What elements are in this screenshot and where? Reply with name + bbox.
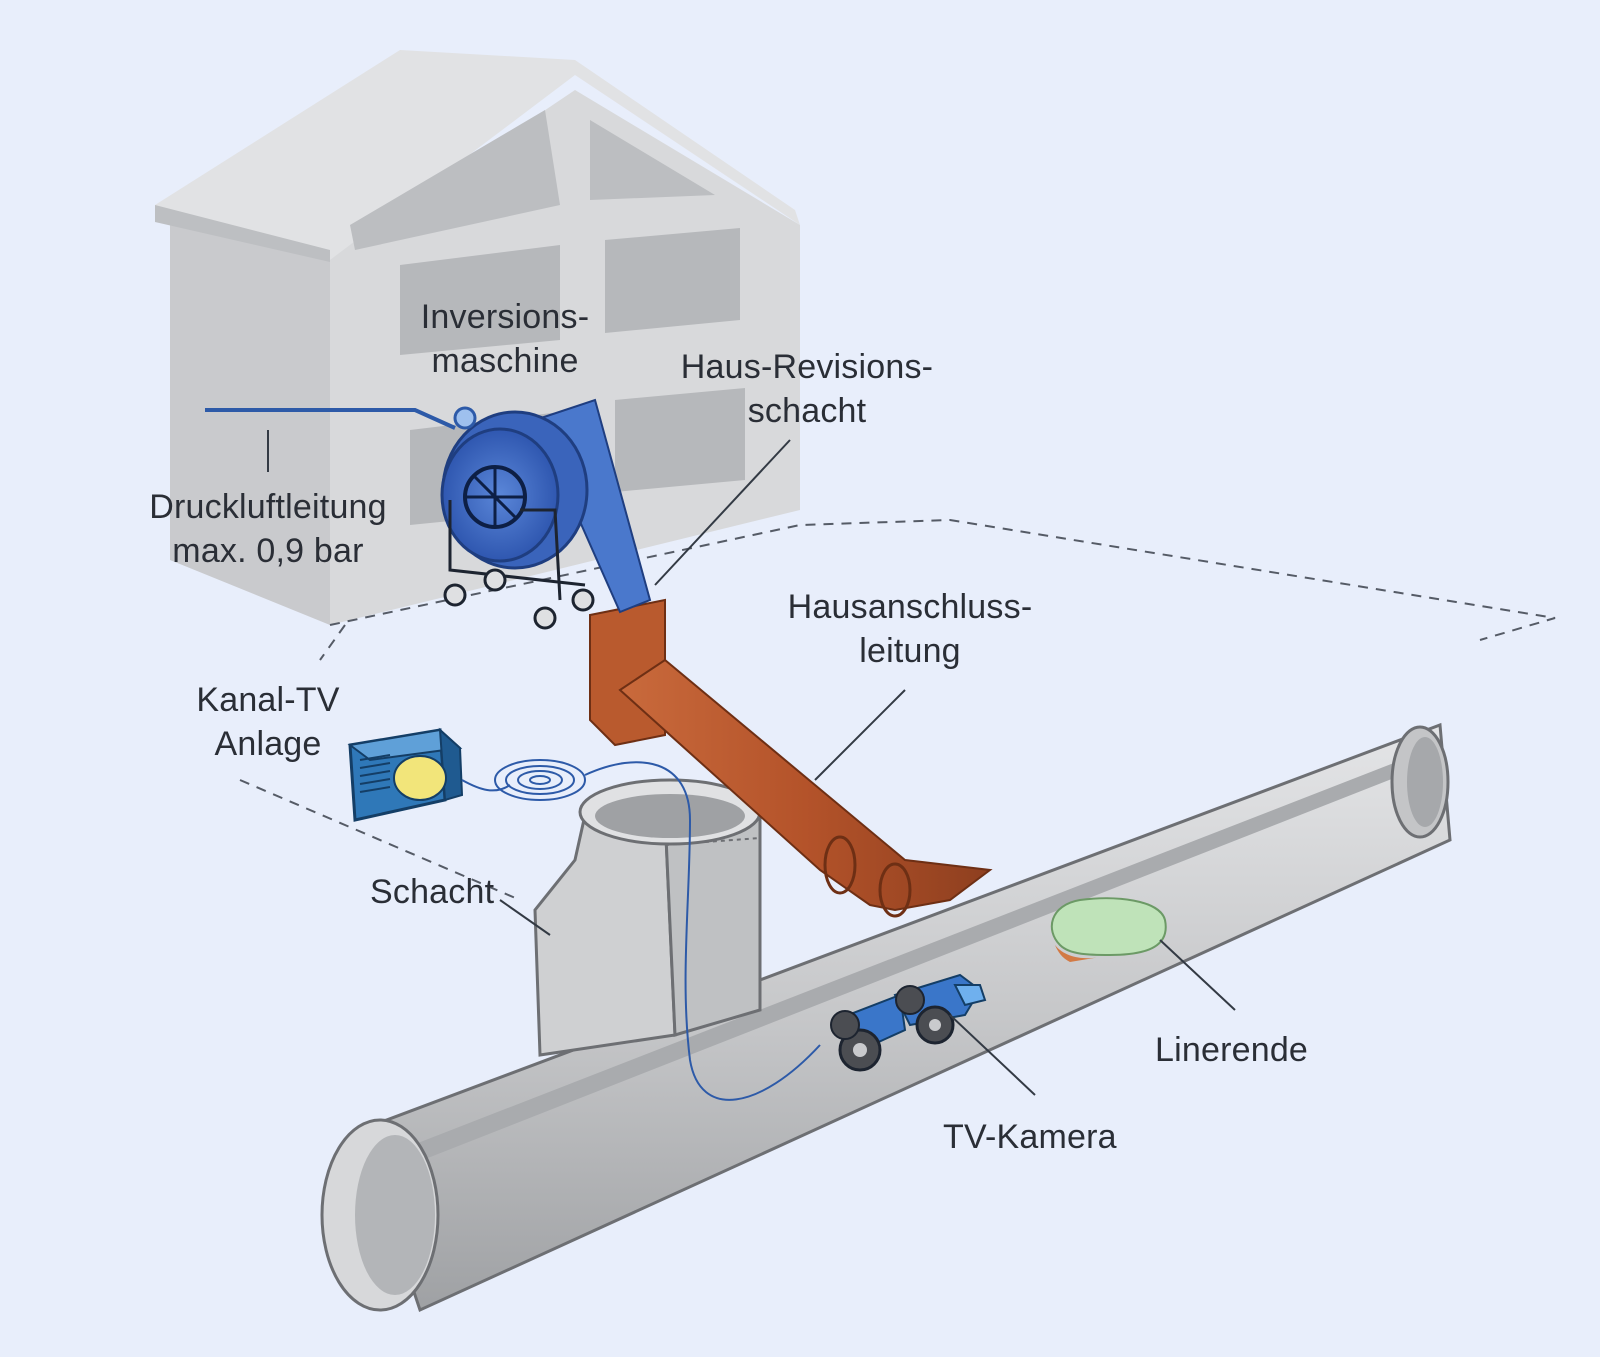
compressed-air-line xyxy=(205,408,456,430)
label-inversionsmaschine: Inversions- maschine xyxy=(395,295,615,383)
ground-outline xyxy=(239,518,1556,901)
label-druckluftleitung-line2: max. 0,9 bar xyxy=(172,532,364,570)
label-linerende: Linerende xyxy=(1155,1031,1309,1069)
tv-unit xyxy=(347,727,464,822)
house xyxy=(155,50,800,625)
label-inversionsmaschine-line2: maschine xyxy=(431,342,579,380)
leader-lines xyxy=(267,430,1236,1096)
label-haus-revisionsschacht-line1: Haus-Revisions- xyxy=(680,348,934,386)
label-inversionsmaschine-line1: Inversions- xyxy=(420,298,590,336)
label-haus-revisionsschacht: Haus-Revisions- schacht xyxy=(662,345,952,433)
label-druckluftleitung: Druckluftleitung max. 0,9 bar xyxy=(118,485,418,573)
label-hausanschlussleitung-line2: leitung xyxy=(859,632,961,670)
label-hausanschlussleitung: Hausanschluss- leitung xyxy=(765,585,1055,673)
house-connection-pipe xyxy=(589,598,993,918)
label-tv-kamera: TV-Kamera xyxy=(943,1118,1117,1156)
label-druckluftleitung-line1: Druckluftleitung xyxy=(149,488,387,526)
liner-end-patch xyxy=(1050,897,1167,962)
camera-cable xyxy=(461,759,821,1101)
inversion-machine xyxy=(440,398,652,630)
tv-camera xyxy=(830,973,987,1072)
label-kanal-tv-anlage: Kanal-TV Anlage xyxy=(178,678,358,766)
label-haus-revisionsschacht-line2: schacht xyxy=(747,392,867,430)
label-kanal-tv-anlage-line2: Anlage xyxy=(214,725,322,763)
label-hausanschlussleitung-line1: Hausanschluss- xyxy=(787,588,1033,626)
main-sewer-pipe xyxy=(320,722,1452,1313)
label-schacht: Schacht xyxy=(370,873,495,911)
shaft xyxy=(533,778,762,1057)
label-kanal-tv-anlage-line1: Kanal-TV xyxy=(196,681,340,719)
